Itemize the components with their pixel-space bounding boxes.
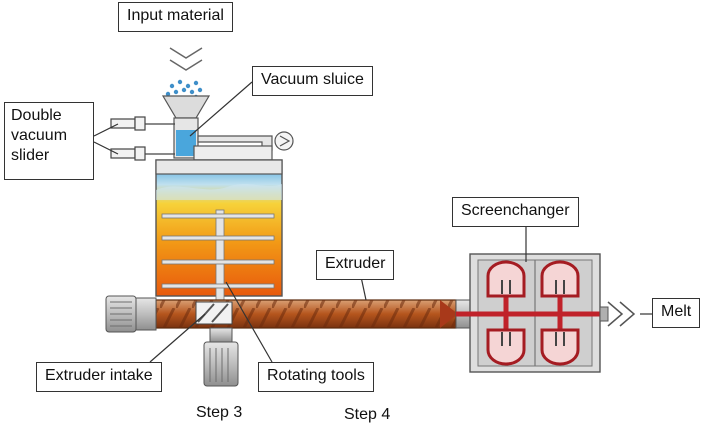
label-input-material: Input material xyxy=(118,2,233,32)
label-double-line-2: vacuum xyxy=(11,127,68,144)
drive-motor xyxy=(105,295,157,333)
melt-arrow xyxy=(607,301,636,327)
label-vacuum-sluice: Vacuum sluice xyxy=(252,66,373,96)
label-extruder: Extruder xyxy=(316,250,395,280)
label-double-line-3: slider xyxy=(11,147,50,164)
label-double-line-1: Double xyxy=(11,107,62,124)
rotating-tools-shaft xyxy=(161,209,275,319)
vacuum-pipe xyxy=(193,131,294,161)
step-4-caption: Step 4 xyxy=(344,406,391,423)
label-double-vacuum-slider: Double vacuum slider xyxy=(4,102,94,180)
label-rotating-tools: Rotating tools xyxy=(258,362,374,392)
step-3-caption: Step 3 xyxy=(196,404,243,421)
vessel-motor xyxy=(203,327,239,387)
input-arrow xyxy=(169,47,203,71)
screenchanger-housing xyxy=(455,253,609,373)
label-screenchanger: Screenchanger xyxy=(452,197,579,227)
leader-lines xyxy=(93,81,652,363)
vessel xyxy=(155,159,283,319)
slider-rods xyxy=(110,116,175,161)
label-melt: Melt xyxy=(652,298,701,328)
label-extruder-intake: Extruder intake xyxy=(36,362,162,392)
funnel xyxy=(161,95,211,119)
extruder-screw xyxy=(155,299,458,329)
